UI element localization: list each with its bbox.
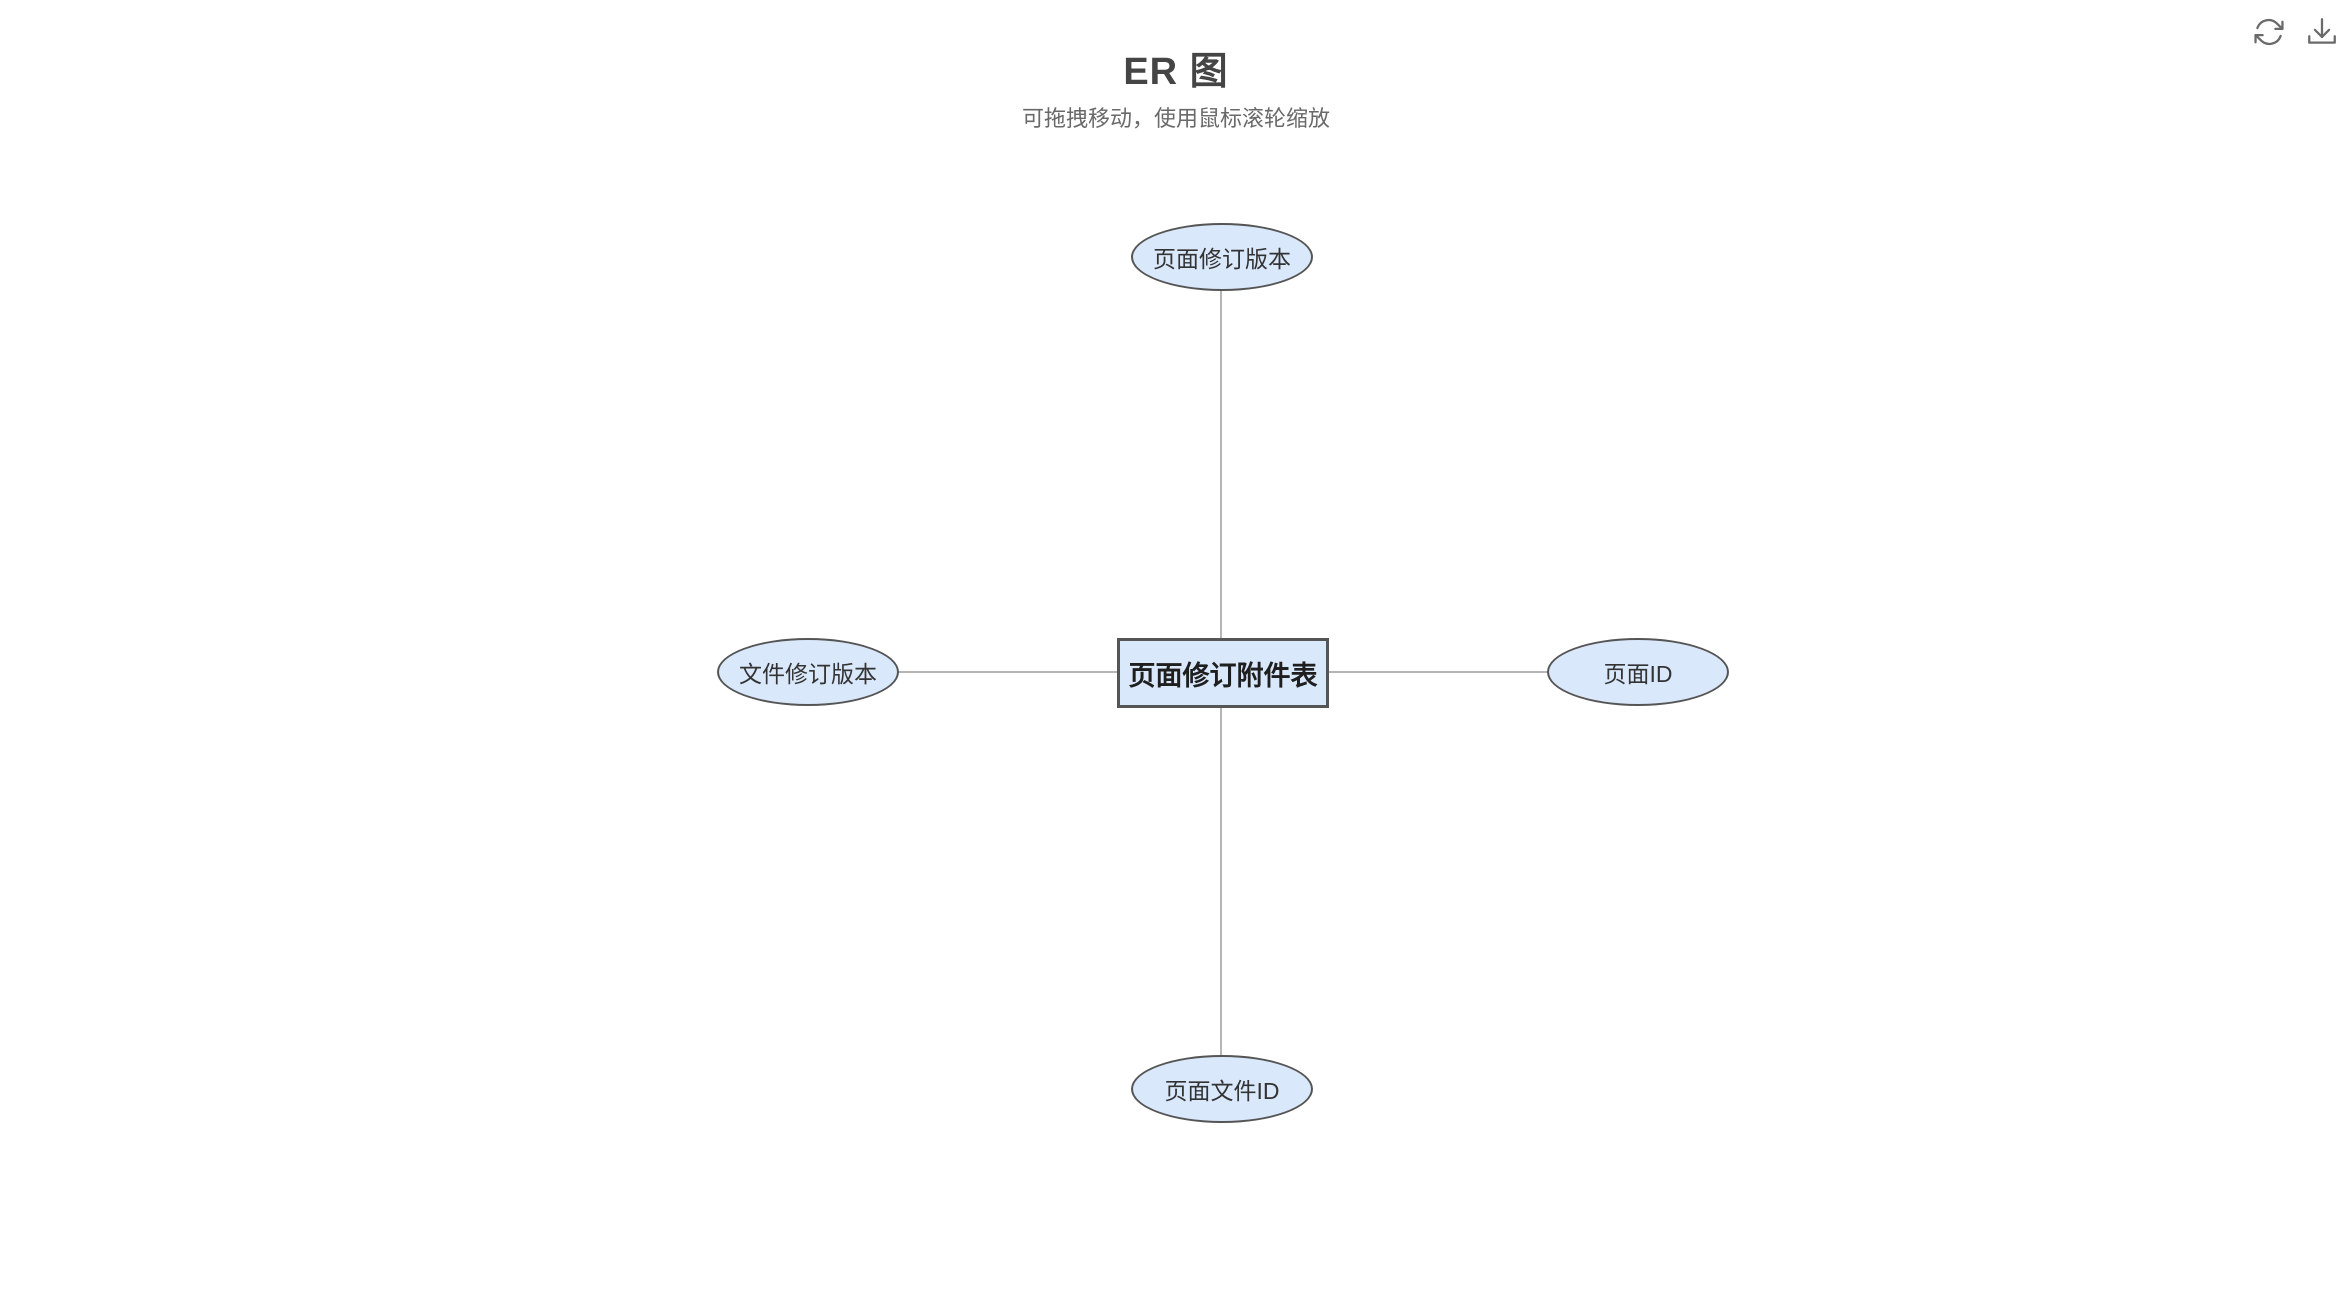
entity-label: 页面修订附件表 [1128, 660, 1318, 691]
refresh-button[interactable] [2249, 12, 2289, 52]
download-button[interactable] [2302, 12, 2342, 52]
edge-entity-to-left-attribute [895, 671, 1118, 673]
attribute-node-top[interactable]: 页面修订版本 [1131, 223, 1313, 291]
edge-entity-to-right-attribute [1328, 671, 1549, 673]
refresh-icon [2254, 19, 2284, 45]
attribute-label: 文件修订版本 [739, 661, 877, 687]
attribute-node-right[interactable]: 页面ID [1547, 638, 1729, 706]
attribute-label: 页面修订版本 [1153, 246, 1291, 272]
edge-entity-to-top-attribute [1220, 291, 1222, 639]
edge-entity-to-bottom-attribute [1220, 708, 1222, 1056]
page-title: ER 图 [1123, 51, 1229, 93]
page-subtitle: 可拖拽移动，使用鼠标滚轮缩放 [1021, 106, 1330, 131]
download-icon [2308, 18, 2336, 44]
attribute-node-left[interactable]: 文件修订版本 [717, 638, 899, 706]
attribute-node-bottom[interactable]: 页面文件ID [1131, 1055, 1313, 1123]
entity-node[interactable]: 页面修订附件表 [1117, 638, 1329, 708]
attribute-label: 页面文件ID [1164, 1078, 1280, 1104]
attribute-label: 页面ID [1603, 661, 1673, 687]
